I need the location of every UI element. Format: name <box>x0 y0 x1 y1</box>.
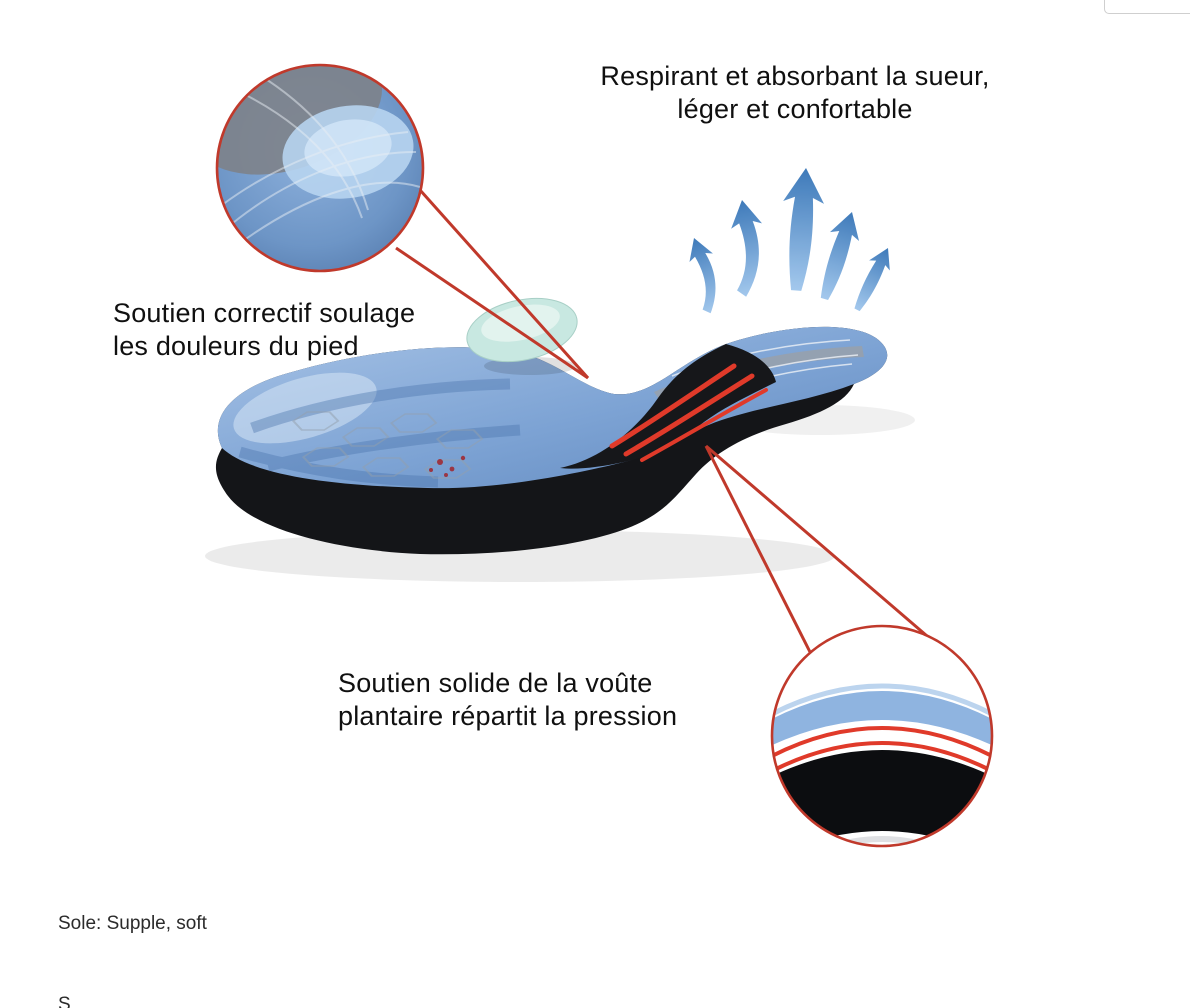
zoom-circle-forefoot <box>215 63 425 273</box>
breath-arrow-up-icon <box>847 242 899 316</box>
annotation-corrective-line1: Soutien correctif soulage <box>113 298 416 328</box>
annotation-breathable: Respirant et absorbant la sueur, léger e… <box>555 60 1035 126</box>
annotation-breathable-line1: Respirant et absorbant la sueur, <box>600 61 990 91</box>
annotation-corrective-line2: les douleurs du pied <box>113 331 359 361</box>
annotation-corrective: Soutien correctif soulage les douleurs d… <box>113 297 415 363</box>
breath-arrow-up-icon <box>678 233 732 316</box>
breath-arrow-up-icon <box>810 207 867 304</box>
spec-sole: Sole: Supple, soft <box>58 913 207 934</box>
annotation-arch-line1: Soutien solide de la voûte <box>338 668 653 698</box>
zoom-circle-arch <box>770 624 994 848</box>
forefoot-wave-texture <box>238 378 521 488</box>
arch-red-stripes <box>609 363 768 462</box>
breath-arrows <box>678 166 899 316</box>
insole-illustration <box>215 326 888 555</box>
forefoot-highlight <box>233 372 377 444</box>
spec-clipped-line: S <box>58 994 71 1008</box>
annotation-arch-support: Soutien solide de la voûte plantaire rép… <box>338 667 677 733</box>
red-speckles <box>429 455 466 477</box>
leader-lines-corrective <box>395 189 590 380</box>
top-right-control-fragment <box>1104 0 1190 14</box>
annotation-breathable-line2: léger et confortable <box>677 94 913 124</box>
breath-arrow-up-icon <box>721 197 775 299</box>
annotation-arch-line2: plantaire répartit la pression <box>338 701 678 731</box>
insole-diagram-illustration <box>205 63 994 848</box>
leader-lines-arch <box>704 444 935 653</box>
honeycomb-texture <box>291 411 484 479</box>
breath-arrow-up-icon <box>776 166 827 293</box>
